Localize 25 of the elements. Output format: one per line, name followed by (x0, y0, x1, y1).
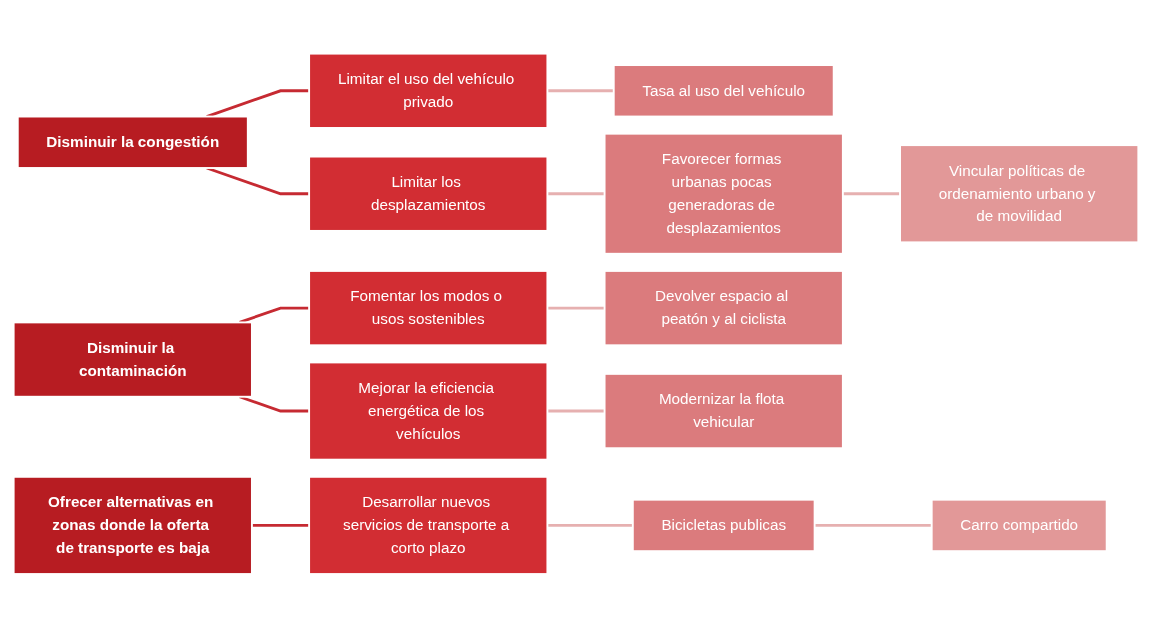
node-box: Ofrecer alternativas en zonas donde la oferta de transporte es baja (12, 476, 253, 576)
connector (842, 192, 901, 196)
node-box: Bicicletas publicas (631, 498, 816, 553)
node-box: Fomentar los modos o usos sostenibles (308, 270, 549, 347)
node-box: Disminuir la contaminación (12, 321, 253, 398)
connector (814, 524, 932, 527)
node-box: Limitar los desplazamientos (308, 155, 549, 233)
node-box: Limitar el uso del vehículo privado (308, 52, 549, 130)
node-box: Modernizar la flota vehicular (603, 373, 844, 450)
node-box: Carro compartido (930, 498, 1108, 553)
connector (547, 409, 605, 413)
node-box: Devolver espacio al peatón y al ciclista (603, 270, 844, 347)
connector (251, 524, 310, 527)
node-box: Tasa al uso del vehículo (612, 64, 835, 118)
connector (547, 306, 605, 310)
node-box: Vincular políticas de ordenamiento urbano y de movilidad (899, 144, 1140, 244)
connector (239, 306, 310, 324)
node-box: Mejorar la eficiencia energética de los vehículos (308, 361, 549, 461)
connector (547, 89, 614, 93)
connector (547, 524, 633, 527)
node-box: Disminuir la congestión (16, 115, 249, 170)
node-box: Desarrollar nuevos servicios de transporte a corto plazo (308, 476, 549, 576)
connector (547, 192, 605, 196)
node-box: Favorecer formas urbanas pocas generadoras de desplazamientos (603, 132, 844, 255)
connector (239, 395, 310, 413)
